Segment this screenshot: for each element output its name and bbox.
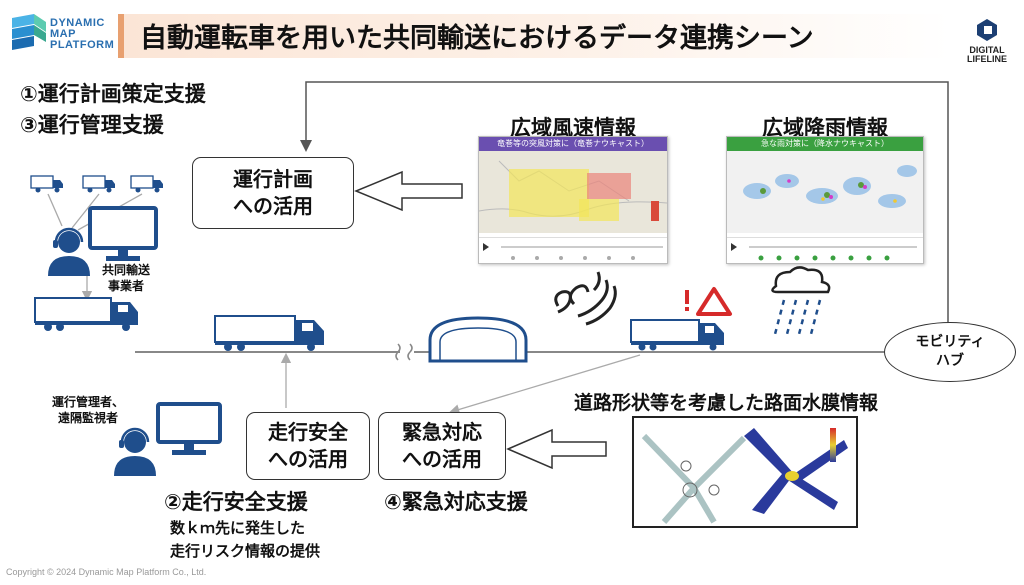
- emergency-usage-box: 緊急対応 への活用: [378, 412, 506, 480]
- page-title: 自動運転車を用いた共同輸送におけるデータ連携シーン: [140, 23, 814, 54]
- risk-info-line-2: 走行リスク情報の提供: [170, 542, 321, 560]
- wind-map-panel: 竜巻等の突風対策に（竜巻ナウキャスト）: [478, 136, 668, 264]
- dmp-logo-mark-icon: [12, 14, 46, 50]
- hub-line-2: ハブ: [936, 353, 964, 369]
- safety-usage-line-2: への活用: [268, 447, 348, 471]
- manager-label: 運行管理者、 遠隔監視者: [52, 394, 124, 426]
- carrier-label: 共同輸送 事業者: [102, 262, 150, 294]
- emergency-usage-line-1: 緊急対応: [402, 420, 482, 444]
- safety-usage-line-1: 走行安全: [268, 420, 348, 444]
- monitor-icon: [156, 402, 222, 455]
- truck-icon: [214, 315, 324, 351]
- hub-line-1: モビリティ: [915, 334, 985, 350]
- rain-cloud-icon: [771, 266, 831, 339]
- rain-panel-header: 急な雨対策に（降水ナウキャスト）: [727, 137, 923, 151]
- wind-playback-bar: [479, 237, 667, 266]
- truck-icon: [34, 297, 138, 331]
- plan-usage-line-1: 運行計画: [233, 167, 313, 191]
- truck-icon: [630, 319, 724, 351]
- support-3-label: ③運行管理支援: [20, 113, 164, 137]
- dl-line-1: DIGITAL: [969, 45, 1005, 55]
- small-truck-icon: [30, 175, 63, 193]
- small-truck-icon: [130, 175, 163, 193]
- dl-line-2: LIFELINE: [967, 54, 1007, 64]
- small-truck-icon: [82, 175, 115, 193]
- tunnel-icon: [428, 316, 528, 363]
- monitor-icon: [88, 206, 158, 261]
- title-bar: [118, 14, 950, 58]
- plan-usage-line-2: への活用: [233, 194, 313, 218]
- risk-info-line-1: 数ｋｍ先に発生した: [170, 519, 306, 537]
- arrow-to-emergency: [506, 428, 607, 470]
- logo-line-1: DYNAMIC: [50, 17, 105, 29]
- rain-map-image: [727, 151, 923, 233]
- digital-lifeline-logo: DIGITAL LIFELINE: [962, 18, 1012, 70]
- operator-headset-icon: [114, 427, 156, 476]
- water-film-image: [641, 428, 848, 524]
- warning-icon: [685, 287, 732, 316]
- dmp-logo: DYNAMIC MAP PLATFORM: [12, 14, 115, 54]
- safety-usage-box: 走行安全 への活用: [246, 412, 370, 480]
- support-4-label: ④緊急対応支援: [384, 490, 528, 514]
- support-1-label: ①運行計画策定支援: [20, 82, 206, 106]
- rain-map-panel: 急な雨対策に（降水ナウキャスト）: [726, 136, 924, 264]
- manager-label-line-1: 運行管理者、: [52, 395, 125, 409]
- emergency-usage-line-2: への活用: [402, 447, 482, 471]
- logo-line-2: MAP: [50, 28, 76, 40]
- manager-label-line-2: 遠隔監視者: [58, 411, 119, 425]
- rain-playback-bar: [727, 237, 923, 266]
- carrier-label-line-1: 共同輸送: [102, 263, 151, 277]
- support-2-label: ②走行安全支援: [164, 490, 308, 514]
- plan-usage-box: 運行計画 への活用: [192, 157, 354, 229]
- digital-lifeline-mark-icon: [977, 19, 997, 41]
- water-film-title: 道路形状等を考慮した路面水膜情報: [574, 392, 879, 414]
- wind-map-image: [478, 151, 668, 233]
- water-film-panel: [632, 416, 858, 528]
- carrier-label-line-2: 事業者: [108, 279, 145, 293]
- mobility-hub: モビリティ ハブ: [884, 322, 1016, 382]
- arrow-to-plan: [354, 170, 463, 212]
- wind-panel-header: 竜巻等の突風対策に（竜巻ナウキャスト）: [479, 137, 667, 151]
- operator-headset-icon: [48, 227, 90, 276]
- copyright-text: Copyright © 2024 Dynamic Map Platform Co…: [6, 567, 207, 577]
- logo-line-3: PLATFORM: [50, 39, 115, 51]
- wind-icon: [554, 271, 617, 326]
